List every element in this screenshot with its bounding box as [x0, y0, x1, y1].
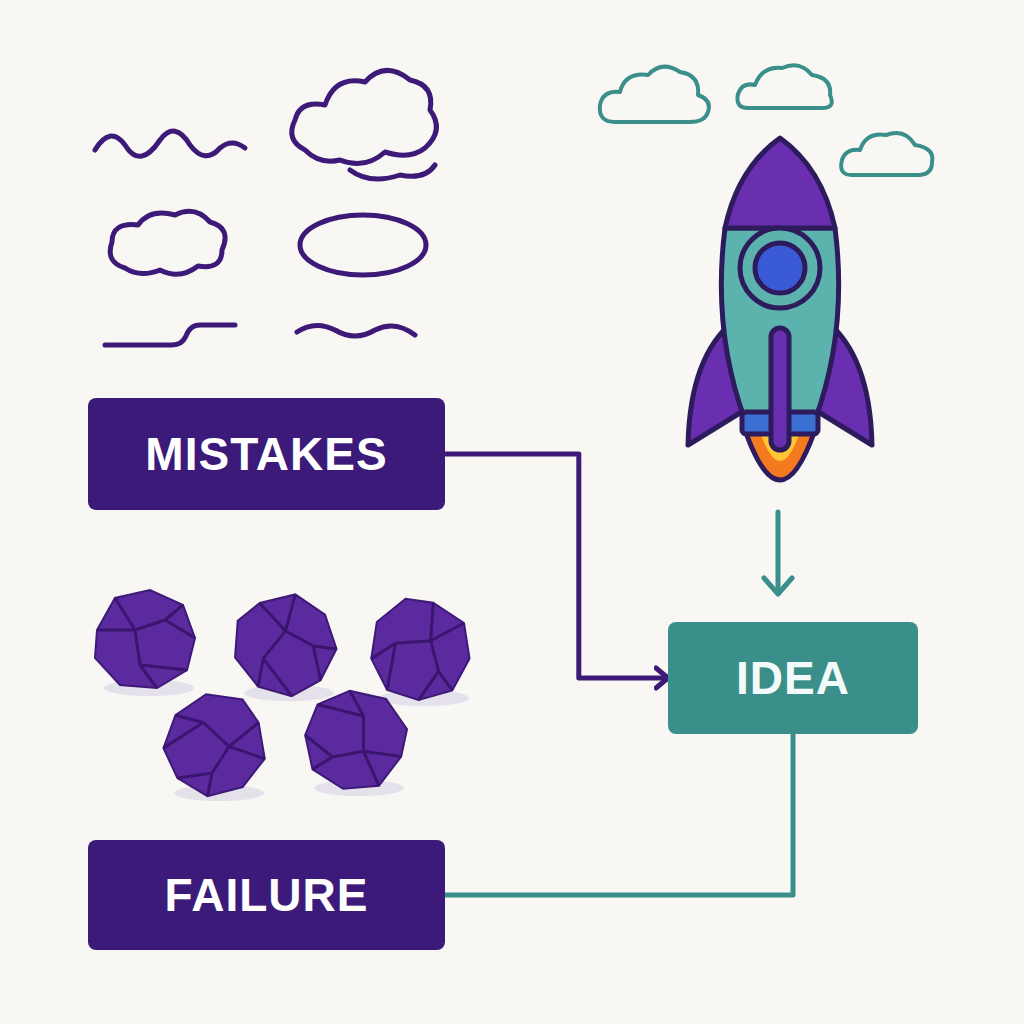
crease: [272, 594, 342, 666]
connector: [445, 454, 668, 678]
ellipse-doodle: [300, 215, 426, 275]
center-fin: [771, 328, 789, 450]
window-rim: [740, 228, 820, 308]
crease: [300, 646, 334, 680]
paper-balls: [95, 574, 476, 845]
process-box: MISTAKES: [88, 398, 445, 510]
box-label: MISTAKES: [145, 427, 387, 481]
ball-body: [369, 597, 474, 704]
crease: [229, 723, 259, 747]
paper-ball: [133, 676, 301, 845]
rocket-arrow: [764, 512, 792, 594]
cloud: [600, 67, 709, 122]
box-label: FAILURE: [165, 868, 369, 922]
arrow-shaft: [776, 512, 781, 592]
cloud-doodle: [110, 211, 225, 274]
result-box: IDEA: [668, 622, 918, 734]
cloud-doodle: [292, 70, 437, 179]
crease: [163, 719, 203, 752]
crease: [165, 620, 195, 638]
crease: [135, 630, 157, 688]
connector: [445, 734, 793, 895]
crease: [371, 637, 430, 663]
arrow-head: [764, 578, 792, 594]
crease: [312, 745, 384, 786]
ball-body: [299, 686, 412, 797]
crease: [260, 658, 296, 696]
ball-body: [95, 590, 195, 688]
paper-ball: [368, 597, 476, 712]
squiggle: [95, 131, 245, 156]
crease: [177, 759, 212, 792]
crease: [243, 631, 300, 687]
crease: [387, 643, 395, 690]
rocket: [688, 138, 872, 480]
crease: [419, 670, 439, 701]
crease: [260, 603, 286, 631]
crease: [317, 704, 364, 715]
crease: [175, 701, 229, 760]
box-label: IDEA: [736, 651, 850, 705]
cloud: [841, 133, 932, 175]
doodles: [95, 70, 436, 345]
cloud: [737, 65, 831, 108]
crease: [431, 603, 434, 641]
paper-ball: [297, 686, 417, 809]
line-doodle: [105, 325, 235, 345]
crease: [342, 691, 372, 751]
paper-ball: [95, 590, 195, 696]
ball-body: [216, 574, 356, 714]
nose-cone: [725, 138, 835, 228]
ball-body: [146, 676, 285, 815]
crease: [303, 735, 335, 757]
crease: [97, 629, 135, 632]
window: [755, 243, 805, 293]
squiggle: [297, 325, 415, 336]
process-box: FAILURE: [88, 840, 445, 950]
crease: [364, 751, 402, 756]
crease: [140, 665, 187, 670]
